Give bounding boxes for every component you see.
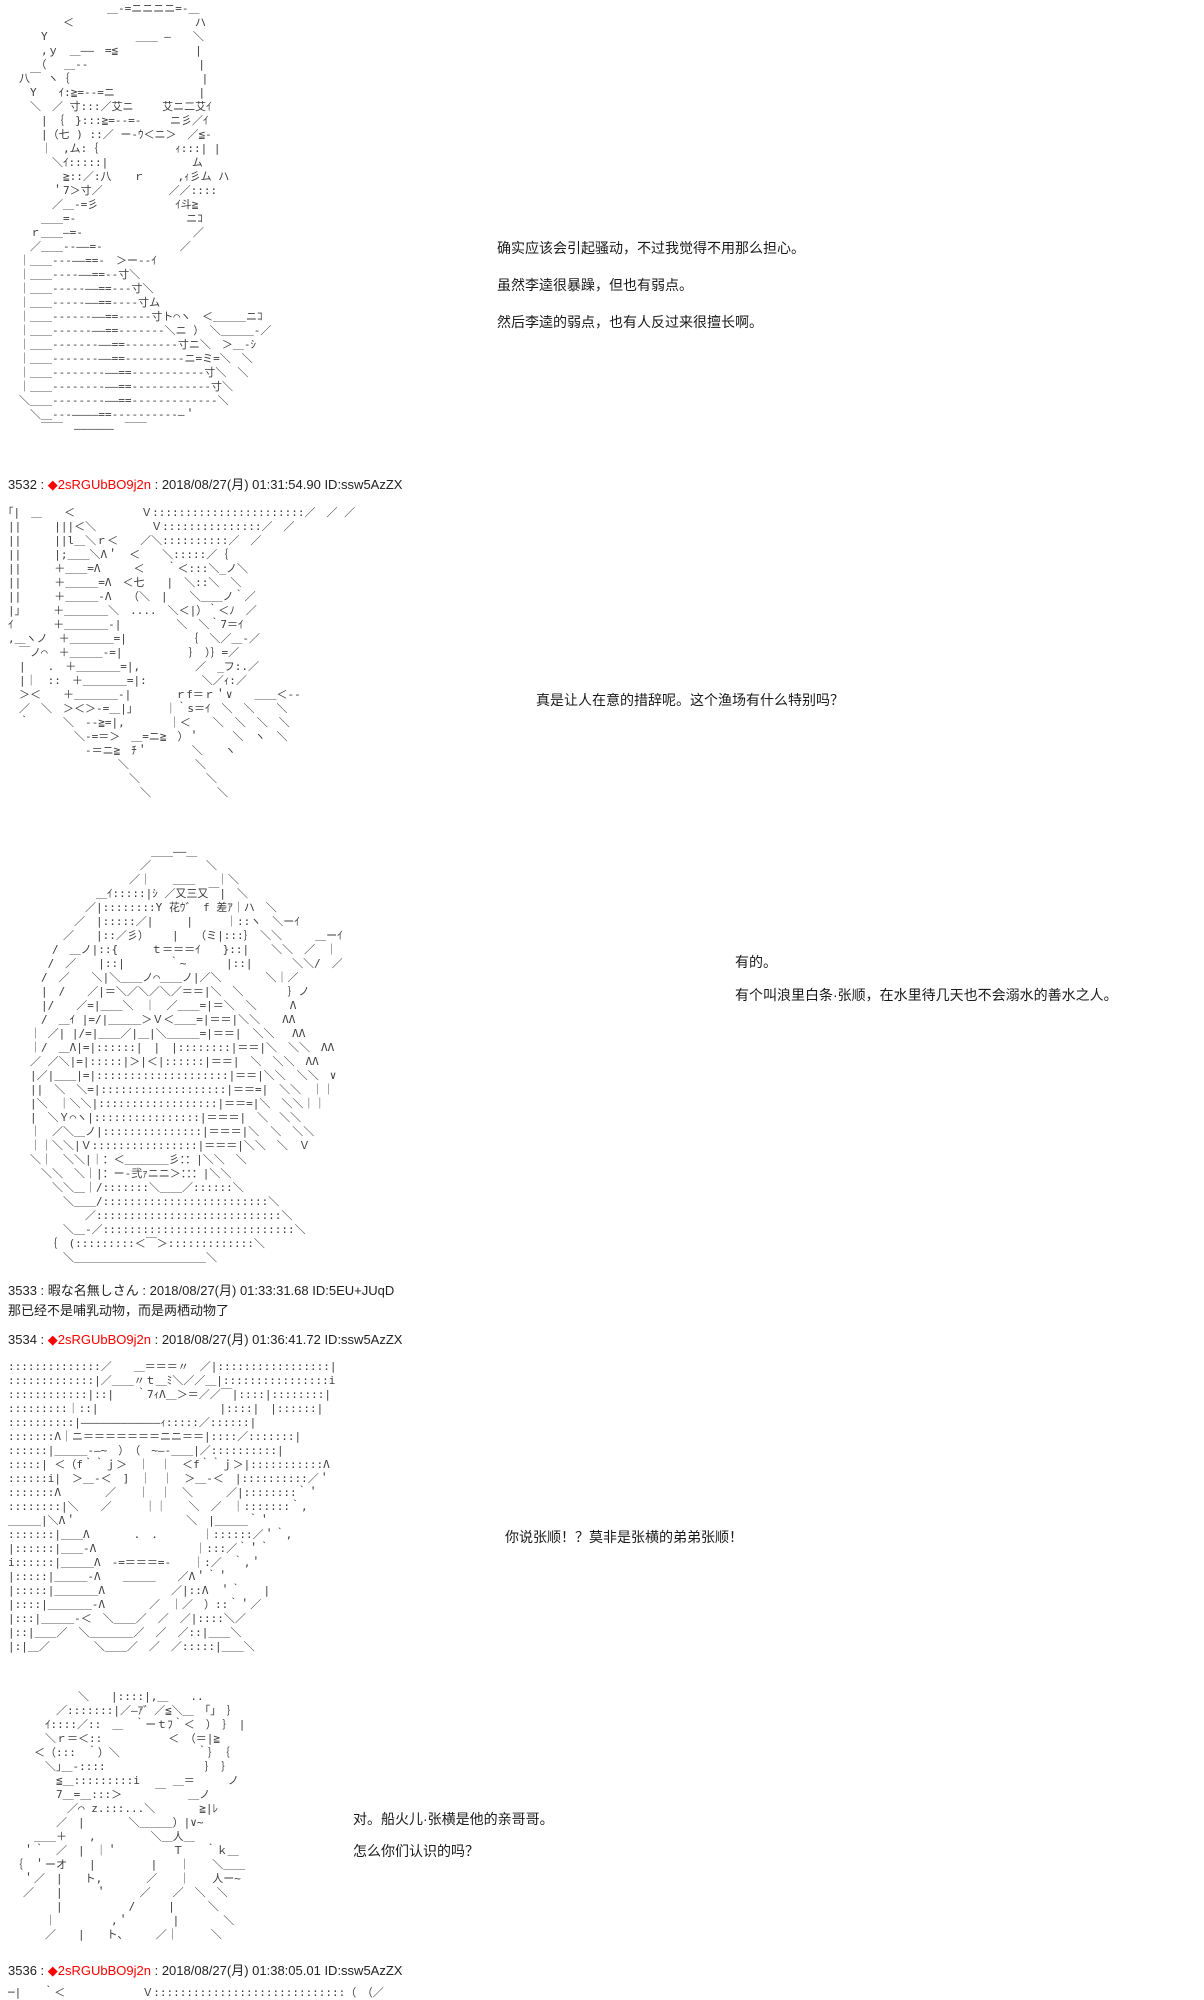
post-tripcode: ◆2sRGUbBO9j2n (47, 477, 151, 492)
dialogue-4: 你说张顺！？莫非是张横的弟弟张顺！ (505, 1530, 743, 1544)
dialogue-line: 有的。 (735, 954, 777, 970)
ascii-art-block-6-partial: ─| ｀＜ Ｖ:::::::::::::::::::::::::::::（ （／ (8, 1986, 384, 1999)
post-header-3534: 3534 : ◆2sRGUbBO9j2n : 2018/08/27(月) 01:… (8, 1332, 402, 1347)
dialogue-line: 怎么你们认识的吗？ (353, 1843, 479, 1859)
ascii-art-block-2: ｢| ＿ ＜ Ｖ:::::::::::::::::::::::／ ／ ／ || … (8, 506, 356, 799)
dialogue-line: 确实应该会引起骚动，不过我觉得不用那么担心。 (497, 240, 805, 256)
dialogue-line: 真是让人在意的措辞呢。这个渔场有什么特别吗？ (536, 692, 844, 708)
post-body-3533: 那已经不是哺乳动物，而是两栖动物了 (8, 1303, 230, 1318)
ascii-art-block-3: ＿＿――＿ ／ ＼ ／｜ ＿＿ ｜＼ ＿ｲ:::::|ｼ ／又三又￣| ＼ ／|… (30, 845, 343, 1264)
dialogue-line: 虽然李逵很暴躁，但也有弱点。 (497, 277, 693, 293)
post-header-3533: 3533 : 暇な名無しさん : 2018/08/27(月) 01:33:31.… (8, 1283, 394, 1298)
post-tripcode: ◆2sRGUbBO9j2n (47, 1963, 151, 1978)
post-number: 3532 : (8, 477, 48, 492)
post-meta: : 2018/08/27(月) 01:38:05.01 ID:ssw5AzZX (150, 1963, 403, 1978)
post-meta: : 2018/08/27(月) 01:31:54.90 ID:ssw5AzZX (150, 477, 403, 492)
post-header-3532: 3532 : ◆2sRGUbBO9j2n : 2018/08/27(月) 01:… (8, 477, 402, 492)
ascii-art-block-4: ::::::::::::::／ ＿＝＝＝〃 ／|::::::::::::::::… (8, 1360, 337, 1653)
post-number: 3533 : (8, 1283, 48, 1298)
post-name: 暇な名無しさん (47, 1283, 139, 1298)
post-tripcode: ◆2sRGUbBO9j2n (47, 1332, 151, 1347)
dialogue-1: 确实应该会引起骚动，不过我觉得不用那么担心。 虽然李逵很暴躁，但也有弱点。 然后… (497, 241, 805, 352)
dialogue-2: 真是让人在意的措辞呢。这个渔场有什么特别吗？ (536, 693, 844, 707)
post-header-3536: 3536 : ◆2sRGUbBO9j2n : 2018/08/27(月) 01:… (8, 1963, 402, 1978)
dialogue-5: 对。船火儿·张横是他的亲哥哥。 怎么你们认识的吗？ (353, 1812, 554, 1876)
dialogue-line: 然后李逵的弱点，也有人反过来很擅长啊。 (497, 314, 763, 330)
post-number: 3536 : (8, 1963, 48, 1978)
dialogue-3: 有的。 有个叫浪里白条·张顺，在水里待几天也不会溺水的善水之人。 (735, 955, 1118, 1021)
dialogue-line: 有个叫浪里白条·张顺，在水里待几天也不会溺水的善水之人。 (735, 987, 1118, 1003)
ascii-art-block-1: ＿-=ニニニニ=-＿ ＜ ハ Y ＿＿ ― ＼ ,ｙ ＿―― =≦ | （ ＿-… (18, 2, 272, 435)
post-meta: : 2018/08/27(月) 01:33:31.68 ID:5EU+JUqD (138, 1283, 395, 1298)
post-number: 3534 : (8, 1332, 48, 1347)
ascii-art-block-5: ＼ |::::|,＿ .. ／:::::::|／―ｱ゛／≦＼＿ ｢｣ ｝ ｲ::… (12, 1690, 246, 1941)
post-meta: : 2018/08/27(月) 01:36:41.72 ID:ssw5AzZX (150, 1332, 403, 1347)
dialogue-line: 对。船火儿·张横是他的亲哥哥。 (353, 1811, 554, 1827)
dialogue-line: 你说张顺！？莫非是张横的弟弟张顺！ (505, 1529, 743, 1545)
